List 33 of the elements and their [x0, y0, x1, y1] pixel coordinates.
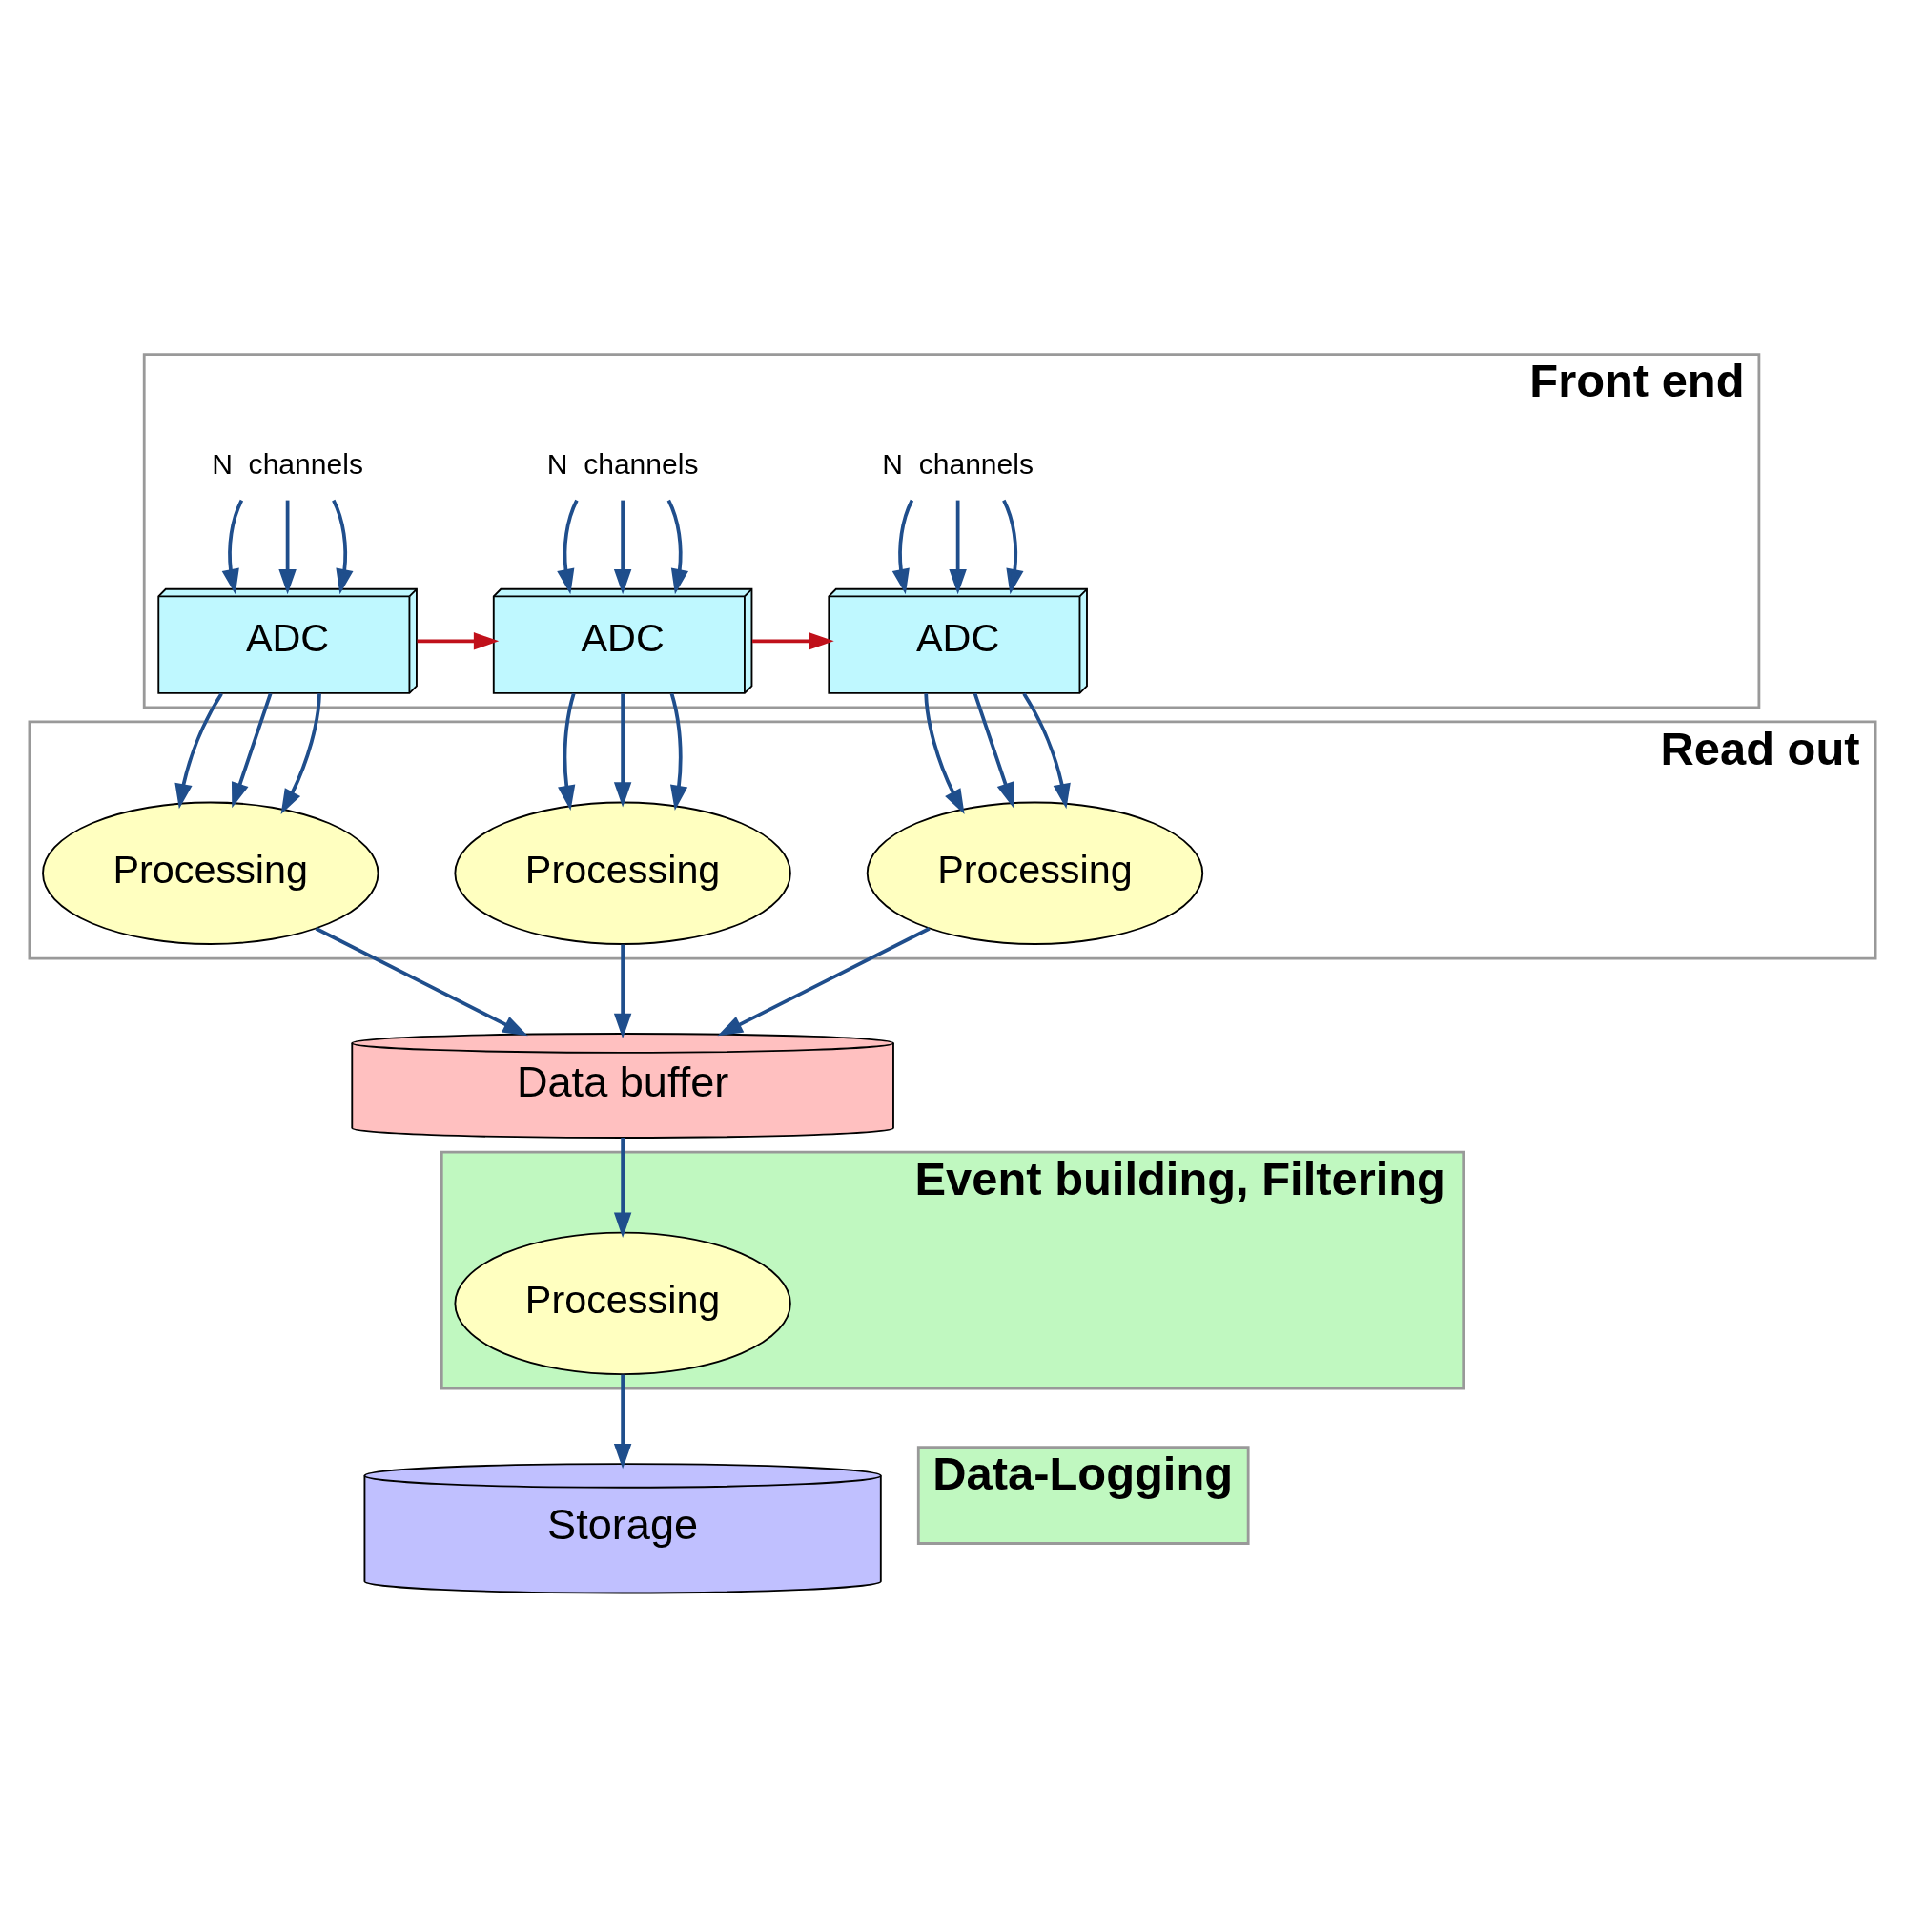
arrow	[558, 692, 576, 811]
arrow	[973, 692, 1014, 808]
arrow	[949, 500, 967, 594]
arrow	[278, 500, 297, 594]
arrow	[717, 926, 931, 1036]
node-text: N channels	[212, 447, 363, 480]
arrow	[613, 1137, 632, 1238]
node-ellipse: Processing	[454, 1231, 791, 1375]
arrow	[557, 499, 579, 594]
node-text: N channels	[882, 447, 1034, 480]
arrow	[231, 692, 273, 808]
arrow	[1002, 499, 1024, 594]
node-ellipse: Processing	[866, 801, 1204, 945]
arrow	[332, 499, 354, 594]
node-box: Data-Logging	[916, 1445, 1250, 1545]
arrow	[1022, 691, 1071, 809]
node-ellipse: Processing	[454, 801, 791, 945]
arrow	[752, 631, 834, 650]
arrow	[613, 944, 632, 1038]
arrow	[613, 1374, 632, 1469]
arrow	[613, 692, 632, 808]
node-ellipse: Processing	[42, 801, 379, 945]
arrow	[315, 926, 528, 1036]
arrow	[174, 691, 223, 809]
node-text: N channels	[546, 447, 699, 480]
arrow	[666, 499, 688, 594]
arrow	[280, 692, 321, 814]
arrow	[924, 692, 965, 814]
arrow	[417, 631, 500, 650]
arrow	[669, 692, 688, 811]
arrow	[613, 500, 632, 594]
arrow	[891, 499, 914, 594]
arrow	[221, 499, 244, 594]
